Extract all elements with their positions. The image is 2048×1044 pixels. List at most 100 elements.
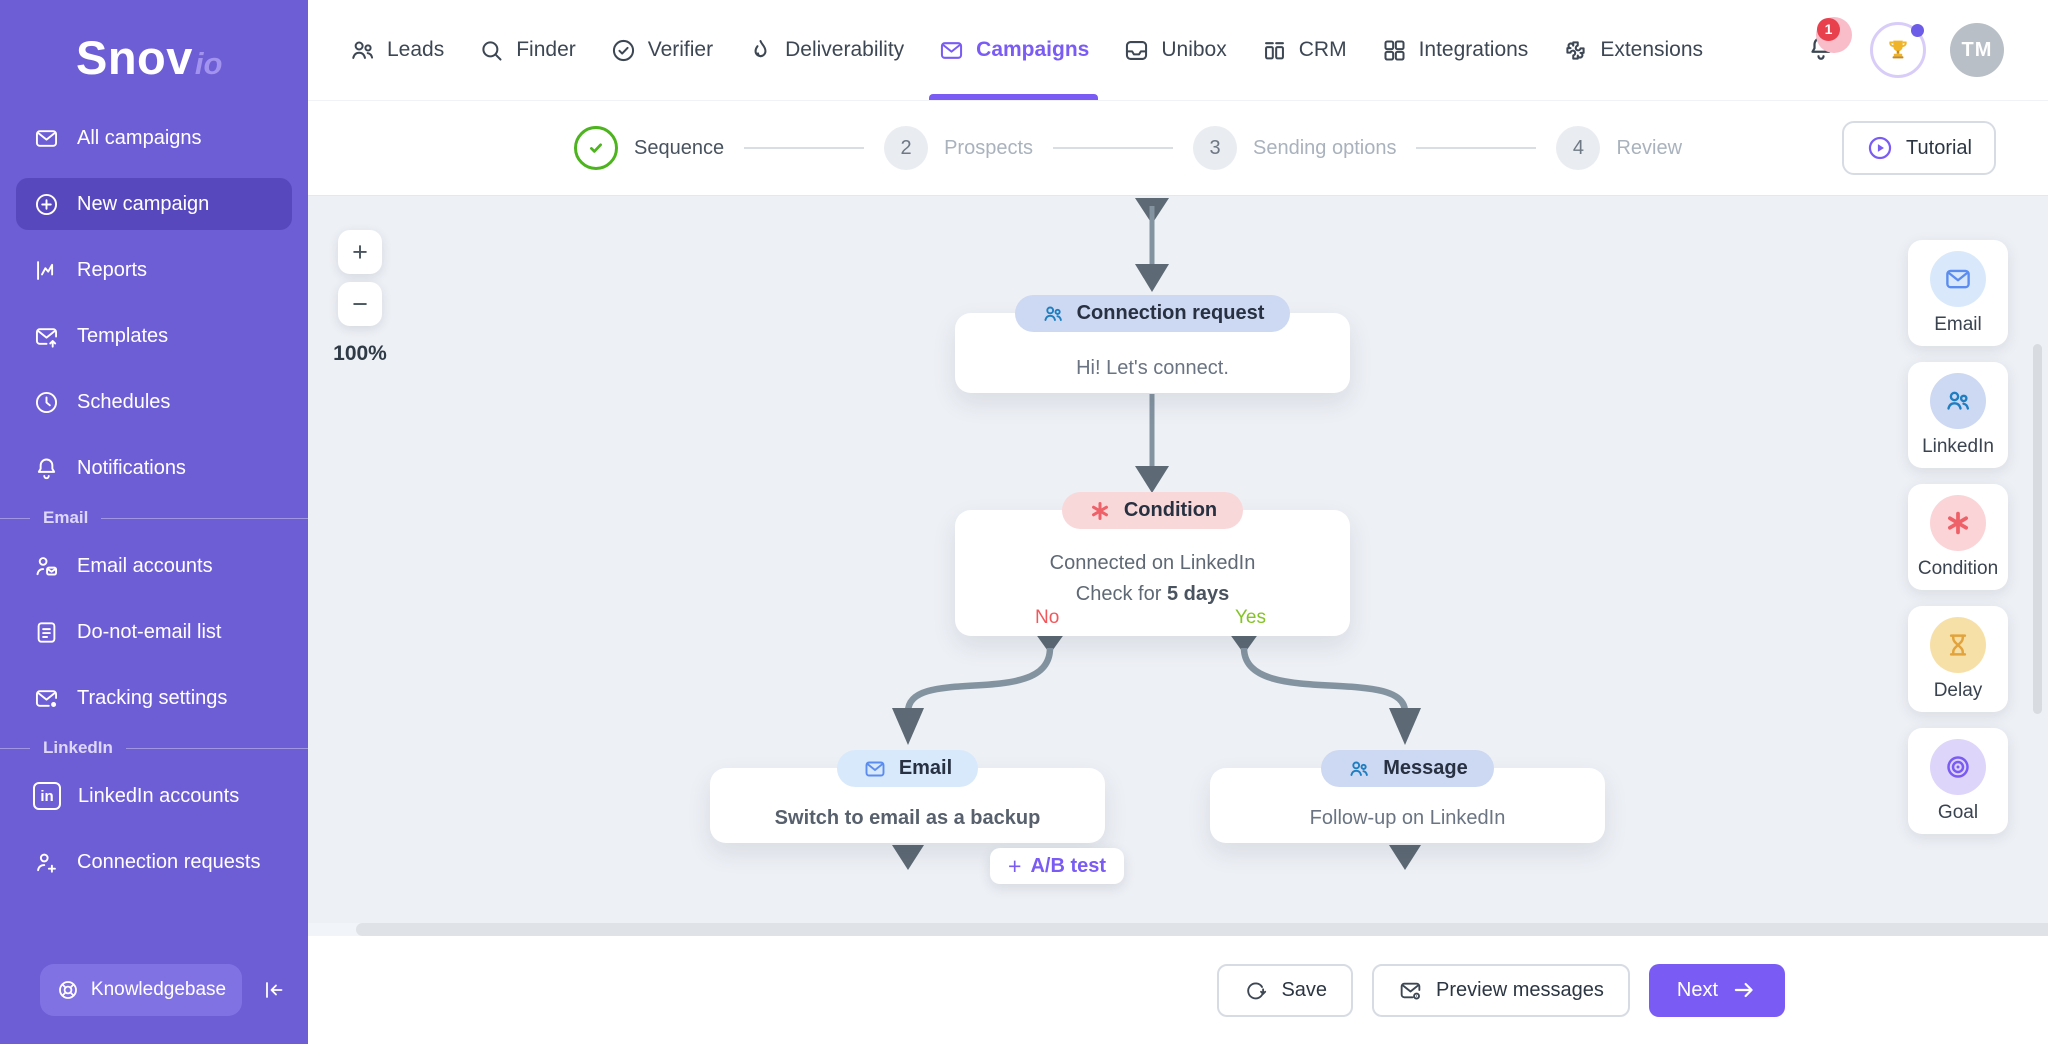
vertical-scrollbar-thumb[interactable] bbox=[2033, 344, 2042, 714]
divider bbox=[125, 747, 308, 749]
horizontal-scrollbar-thumb[interactable] bbox=[356, 923, 2048, 936]
step-connector bbox=[1416, 147, 1537, 149]
achievements-button[interactable] bbox=[1870, 22, 1926, 78]
sidebar-item-do-not-email-list[interactable]: Do-not-email list bbox=[16, 606, 292, 658]
flame-icon bbox=[754, 39, 767, 57]
sidebar-item-label: Connection requests bbox=[77, 850, 261, 873]
sidebar-item-label: Templates bbox=[77, 324, 169, 347]
step-label: Sequence bbox=[634, 136, 725, 159]
palette-item-email[interactable]: Email bbox=[1908, 240, 2008, 346]
status-dot bbox=[1911, 24, 1924, 37]
step-sending-options[interactable]: 3 Sending options bbox=[1193, 126, 1396, 170]
tutorial-button[interactable]: Tutorial bbox=[1842, 121, 1996, 175]
nav-item-leads[interactable]: Leads bbox=[332, 0, 461, 100]
envelope-icon bbox=[35, 129, 58, 147]
puzzle-icon bbox=[1566, 40, 1585, 60]
sidebar-item-email-accounts[interactable]: Email accounts bbox=[16, 540, 292, 592]
node-type-pill: Condition bbox=[1061, 492, 1244, 529]
branch-no-label: No bbox=[1035, 607, 1060, 628]
save-label: Save bbox=[1281, 978, 1328, 1001]
nav-item-deliverability[interactable]: Deliverability bbox=[730, 0, 921, 100]
knowledgebase-button[interactable]: Knowledgebase bbox=[40, 964, 242, 1016]
sequence-canvas[interactable]: + − 100% Connection request Hi! Let's co… bbox=[308, 196, 2048, 936]
palette-item-goal[interactable]: Goal bbox=[1908, 728, 2008, 834]
palette-item-delay[interactable]: Delay bbox=[1908, 606, 2008, 712]
bell-icon bbox=[37, 458, 56, 479]
snov-logo[interactable]: Snov io bbox=[0, 0, 308, 100]
step-number: 3 bbox=[1193, 126, 1238, 170]
preview-messages-button[interactable]: Preview messages bbox=[1372, 963, 1630, 1017]
hourglass-icon bbox=[1930, 616, 1986, 673]
check-circle-icon bbox=[612, 39, 634, 61]
node-type-pill: Connection request bbox=[1014, 295, 1291, 332]
sidebar-item-all-campaigns[interactable]: All campaigns bbox=[16, 112, 292, 164]
lifebuoy-icon bbox=[58, 981, 77, 999]
people-icon bbox=[352, 41, 374, 59]
sidebar-item-templates[interactable]: Templates bbox=[16, 310, 292, 362]
avatar[interactable]: TM bbox=[1950, 23, 2004, 77]
nav-item-crm[interactable]: CRM bbox=[1244, 0, 1364, 100]
sidebar-item-new-campaign[interactable]: New campaign bbox=[16, 178, 292, 230]
ab-test-button[interactable]: + A/B test bbox=[990, 848, 1125, 884]
knowledgebase-label: Knowledgebase bbox=[90, 979, 227, 1000]
campaign-stepper: Sequence 2 Prospects 3 Sending options 4… bbox=[308, 100, 2048, 196]
section-title: Email bbox=[43, 508, 89, 527]
nav-item-label: CRM bbox=[1298, 38, 1347, 61]
sidebar-item-reports[interactable]: Reports bbox=[16, 244, 292, 296]
step-review[interactable]: 4 Review bbox=[1556, 126, 1682, 170]
notifications-bell-button[interactable]: 1 bbox=[1806, 16, 1852, 68]
sidebar-nav: All campaigns New campaign Reports Templ… bbox=[0, 100, 308, 964]
next-button[interactable]: Next bbox=[1648, 963, 1785, 1017]
nav-item-unibox[interactable]: Unibox bbox=[1106, 0, 1243, 100]
sidebar-item-linkedin-accounts[interactable]: in LinkedIn accounts bbox=[16, 770, 292, 822]
sidebar-item-tracking-settings[interactable]: Tracking settings bbox=[16, 672, 292, 724]
palette-item-condition[interactable]: Condition bbox=[1908, 484, 2008, 590]
asterisk-icon bbox=[1930, 494, 1986, 551]
sidebar-item-label: Schedules bbox=[77, 390, 171, 413]
save-button[interactable]: Save bbox=[1217, 963, 1354, 1017]
chart-icon bbox=[37, 260, 54, 280]
section-title: LinkedIn bbox=[43, 738, 113, 757]
sidebar-item-label: Notifications bbox=[77, 456, 186, 479]
nav-item-extensions[interactable]: Extensions bbox=[1545, 0, 1720, 100]
node-card: Connected on LinkedIn Check for 5 days N… bbox=[955, 510, 1350, 636]
zoom-out-button[interactable]: − bbox=[338, 282, 382, 326]
plus-circle-icon bbox=[35, 193, 58, 215]
step-sequence[interactable]: Sequence bbox=[574, 126, 724, 170]
sidebar-item-notifications[interactable]: Notifications bbox=[16, 442, 292, 494]
collapse-sidebar-button[interactable] bbox=[262, 978, 286, 1002]
sidebar-section-email: Email bbox=[0, 508, 308, 528]
sidebar-item-label: Reports bbox=[77, 258, 148, 281]
node-email[interactable]: Email Switch to email as a backup bbox=[710, 750, 1105, 843]
nav-item-finder[interactable]: Finder bbox=[461, 0, 593, 100]
zoom-in-button[interactable]: + bbox=[338, 230, 382, 274]
nav-item-integrations[interactable]: Integrations bbox=[1364, 0, 1546, 100]
nav-item-verifier[interactable]: Verifier bbox=[593, 0, 730, 100]
sidebar-item-schedules[interactable]: Schedules bbox=[16, 376, 292, 428]
sidebar-item-label: New campaign bbox=[77, 192, 210, 215]
node-connection-request[interactable]: Connection request Hi! Let's connect. bbox=[955, 295, 1350, 393]
document-icon bbox=[37, 621, 56, 643]
topbar-right-cluster: 1 TM bbox=[1806, 16, 2004, 78]
sidebar-item-connection-requests[interactable]: Connection requests bbox=[16, 836, 292, 888]
node-type-label: Condition bbox=[1123, 499, 1218, 521]
node-condition[interactable]: Condition Connected on LinkedIn Check fo… bbox=[955, 492, 1350, 636]
envelope-icon bbox=[941, 41, 963, 59]
ab-test-label: A/B test bbox=[1030, 854, 1107, 877]
apps-grid-icon bbox=[1384, 39, 1405, 61]
palette-item-label: Condition bbox=[1917, 557, 1999, 579]
next-label: Next bbox=[1676, 978, 1718, 1001]
node-message[interactable]: Message Follow-up on LinkedIn bbox=[1210, 750, 1605, 843]
step-prospects[interactable]: 2 Prospects bbox=[884, 126, 1033, 170]
top-navigation: Leads Finder Verifier Deliverability Cam… bbox=[308, 0, 2048, 100]
palette-item-linkedin[interactable]: LinkedIn bbox=[1908, 362, 2008, 468]
condition-check-prefix: Check for bbox=[1075, 583, 1167, 605]
brand-name: Snov bbox=[76, 31, 193, 84]
nav-item-campaigns[interactable]: Campaigns bbox=[921, 0, 1106, 100]
nav-item-label: Verifier bbox=[647, 38, 714, 61]
divider bbox=[0, 747, 30, 749]
step-connector bbox=[744, 147, 865, 149]
notification-badge: 1 bbox=[1817, 17, 1840, 41]
main-area: Leads Finder Verifier Deliverability Cam… bbox=[308, 0, 2048, 1044]
sidebar-item-label: Email accounts bbox=[77, 554, 213, 577]
